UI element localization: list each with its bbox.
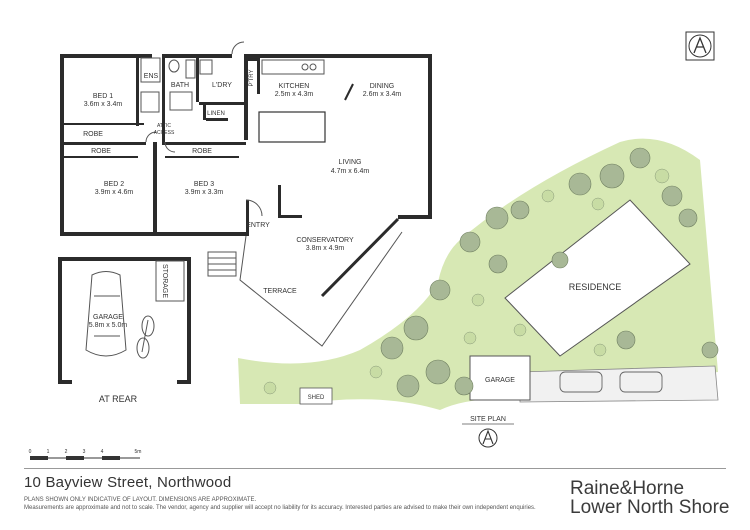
brand-office: Lower North Shore xyxy=(570,497,730,518)
living-label: LIVING xyxy=(339,159,362,166)
scale-tick: 3 xyxy=(83,449,86,455)
ldry-label: L'DRY xyxy=(212,82,232,89)
bed3-label: BED 3 xyxy=(194,181,214,188)
site-garage-label: GARAGE xyxy=(485,377,515,384)
ens-label: ENS xyxy=(144,73,159,80)
house-walls xyxy=(60,54,432,236)
dining-label: DINING xyxy=(370,83,395,90)
living-size: 4.7m x 6.4m xyxy=(331,168,370,175)
disclaimer-line-1: PLANS SHOWN ONLY INDICATIVE OF LAYOUT. D… xyxy=(24,497,257,503)
conservatory-size: 3.8m x 4.9m xyxy=(306,245,345,252)
bed1-label: BED 1 xyxy=(93,93,113,100)
robe2-label: ROBE xyxy=(91,148,111,155)
dining-size: 2.6m x 3.4m xyxy=(363,91,402,98)
garage-label: GARAGE xyxy=(93,314,123,321)
terrace-label: TERRACE xyxy=(263,288,297,295)
at-rear-label: AT REAR xyxy=(99,394,138,404)
bed3-size: 3.9m x 3.3m xyxy=(185,189,224,196)
robe3-label: ROBE xyxy=(192,148,212,155)
bed1-size: 3.6m x 3.4m xyxy=(84,101,123,108)
bathroom-fixtures xyxy=(140,57,213,113)
residence-label: RESIDENCE xyxy=(569,282,622,292)
shed-label: SHED xyxy=(308,395,325,401)
scale-tick: 2 xyxy=(65,449,68,455)
site-north-arrow-icon xyxy=(478,428,498,448)
brand-name: Raine&Horne xyxy=(570,478,685,499)
attic-label-2: ACCESS xyxy=(154,130,175,136)
garage-size: 5.8m x 5.0m xyxy=(89,322,128,329)
garage-plan xyxy=(58,257,191,384)
conservatory-walls xyxy=(239,83,403,347)
kitchen-label: KITCHEN xyxy=(279,83,310,90)
door-swings xyxy=(145,41,263,217)
scale-tick: 4 xyxy=(101,449,104,455)
bed2-size: 3.9m x 4.6m xyxy=(95,189,134,196)
disclaimer-line-2: Measurements are approximate and not to … xyxy=(24,505,536,511)
north-arrow-icon xyxy=(685,31,715,61)
site-trees xyxy=(380,147,719,398)
property-address: 10 Bayview Street, Northwood xyxy=(24,474,232,491)
entry-stairs xyxy=(207,251,237,277)
storage-label: STORAGE xyxy=(161,264,168,298)
scale-tick: 5m xyxy=(135,449,142,455)
attic-label-1: ATTIC xyxy=(157,123,171,129)
scale-bar xyxy=(30,456,140,460)
scale-tick: 1 xyxy=(47,449,50,455)
kitchen-fixtures xyxy=(261,59,325,75)
bed2-label: BED 2 xyxy=(104,181,124,188)
robe1-label: ROBE xyxy=(83,131,103,138)
conservatory-label: CONSERVATORY xyxy=(296,237,354,244)
bath-label: BATH xyxy=(171,82,189,89)
ptry-label: P'TRY xyxy=(249,69,255,86)
site-plan xyxy=(238,138,719,448)
footer-divider xyxy=(24,468,726,469)
site-plan-title: SITE PLAN xyxy=(470,416,506,423)
scale-tick: 0 xyxy=(29,449,32,455)
entry-label: ENTRY xyxy=(246,222,270,229)
kitchen-size: 2.5m x 4.3m xyxy=(275,91,314,98)
linen-label: LINEN xyxy=(207,111,225,117)
